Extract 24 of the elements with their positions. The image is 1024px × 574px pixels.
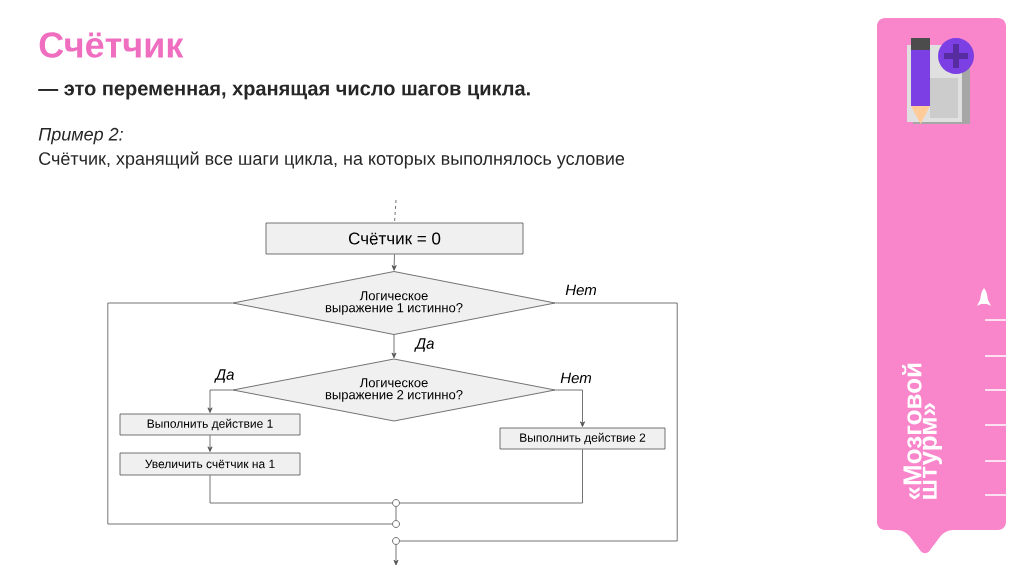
- edge-label: Нет: [559, 371, 593, 385]
- description: Счётчик, хранящий все шаги цикла, на которых выполнялось условие: [39, 151, 625, 169]
- arrow: [393, 544, 399, 566]
- connector: [394, 199, 397, 223]
- connector: [107, 302, 393, 525]
- connector: [209, 475, 393, 504]
- connector: [399, 302, 678, 542]
- subtitle: — это переменная, хранящая число шагов цикла.: [38, 84, 530, 100]
- arrow: [554, 389, 585, 427]
- arrow: [207, 389, 234, 413]
- arrow: [391, 254, 397, 271]
- edge-label: Да: [414, 337, 436, 353]
- arrow: [391, 334, 397, 359]
- process-box: Счётчик = 0: [265, 222, 524, 255]
- example-heading: Пример 2:: [38, 127, 123, 145]
- connector: [395, 506, 397, 521]
- process-box: Увеличить счётчик на 1: [119, 452, 301, 476]
- arrow: [207, 435, 213, 452]
- title: Счётчик: [39, 32, 184, 58]
- process-box: Выполнить действие 2: [499, 427, 666, 450]
- connector: [399, 449, 583, 504]
- process-box: Выполнить действие 1: [119, 413, 301, 436]
- edge-label: Нет: [564, 283, 598, 297]
- sidebar-title: «Мозговой штурм»: [902, 363, 942, 500]
